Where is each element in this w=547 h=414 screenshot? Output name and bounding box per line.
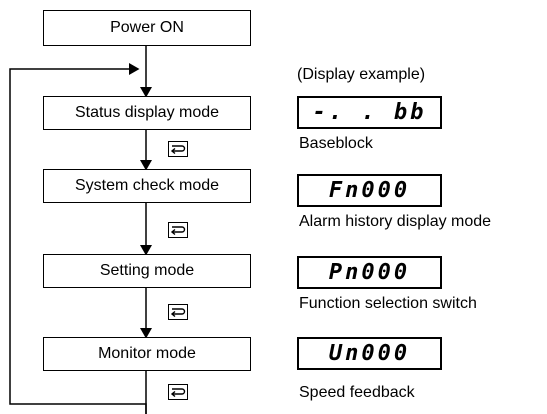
mode-set-key-icon: [168, 384, 188, 400]
mode-set-key-icon: [168, 222, 188, 238]
status-display-mode-box: Status display mode: [43, 96, 251, 130]
power-on-label: Power ON: [110, 19, 184, 36]
setting-mode-label: Setting mode: [99, 262, 195, 279]
system-check-mode-label: System check mode: [74, 177, 220, 194]
setting-mode-box: Setting mode: [43, 254, 251, 288]
caption-alarm-history: Alarm history display mode: [299, 213, 492, 230]
caption-function-selection: Function selection switch: [299, 295, 477, 312]
status-display-mode-label: Status display mode: [74, 104, 220, 121]
monitor-mode-label: Monitor mode: [98, 345, 196, 362]
caption-speed-feedback: Speed feedback: [299, 384, 415, 401]
lcd-display-fn000: Fn000: [297, 174, 442, 207]
power-on-box: Power ON: [43, 10, 251, 46]
lcd-display-baseblock: -. . bb: [297, 96, 442, 129]
lcd-display-pn000: Pn000: [297, 256, 442, 289]
display-example-heading: (Display example): [297, 66, 426, 83]
system-check-mode-box: System check mode: [43, 169, 251, 203]
monitor-mode-box: Monitor mode: [43, 337, 251, 371]
mode-set-key-icon: [168, 141, 188, 157]
caption-baseblock: Baseblock: [299, 135, 373, 152]
mode-set-key-icon: [168, 304, 188, 320]
lcd-display-un000: Un000: [297, 337, 442, 370]
